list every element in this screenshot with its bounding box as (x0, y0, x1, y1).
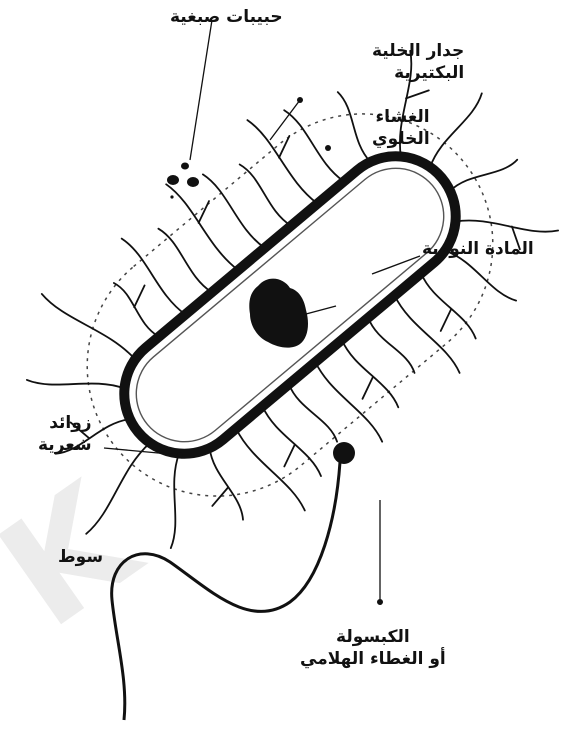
pilus (210, 448, 243, 520)
pilus (450, 160, 517, 191)
label-line: زوائد (38, 412, 92, 434)
pilus (368, 318, 414, 373)
granule (187, 177, 199, 187)
pilus (158, 229, 211, 293)
pilus-branch (199, 201, 209, 223)
pilus (456, 220, 559, 231)
label-pili: زوائد شعرية (38, 412, 92, 456)
label-flagellum: سوط (58, 546, 103, 568)
granule (170, 195, 173, 198)
pilus (42, 294, 135, 359)
label-membrane: الغشاء الخلوي (372, 106, 430, 150)
pilus (430, 93, 482, 167)
pilus-branch (363, 377, 373, 399)
label-line: الكبسولة (300, 626, 446, 648)
pilus (342, 340, 399, 407)
pilus-branch (279, 136, 289, 158)
pilus-branch (406, 90, 429, 98)
pilus (315, 362, 382, 442)
pilus (27, 380, 125, 389)
pilus (114, 283, 159, 337)
pilus (203, 174, 265, 248)
label-line: شعرية (38, 434, 92, 456)
label-line: جدار الخلية (372, 40, 464, 62)
label-line: البكتيرية (372, 62, 464, 84)
pilus (421, 273, 476, 338)
label-cell-wall: جدار الخلية البكتيرية (372, 40, 464, 84)
pilus (236, 429, 305, 511)
pilus-branch (134, 285, 144, 307)
label-nuclear-material: المادة النووية (422, 238, 534, 260)
label-line: أو الغطاء الهلامي (300, 648, 446, 670)
pilus (263, 406, 322, 476)
pilus (284, 110, 344, 181)
pilus (86, 443, 150, 534)
granule (181, 163, 189, 170)
pilus (166, 184, 238, 270)
flagellum (112, 462, 340, 720)
granule (167, 175, 179, 185)
pilus (171, 454, 179, 549)
label-line: الغشاء (372, 106, 430, 128)
pilus-branch (441, 309, 451, 331)
label-capsule: الكبسولة أو الغطاء الهلامي (300, 626, 446, 670)
pigment-granules (167, 163, 199, 199)
label-granules: حبيبات صبغية (170, 6, 283, 28)
pilus-branch (284, 445, 294, 467)
basal-body (333, 442, 355, 464)
pilus (289, 384, 337, 442)
pilus (240, 165, 291, 226)
label-line: الخلوي (372, 128, 430, 150)
pilus (338, 92, 371, 162)
